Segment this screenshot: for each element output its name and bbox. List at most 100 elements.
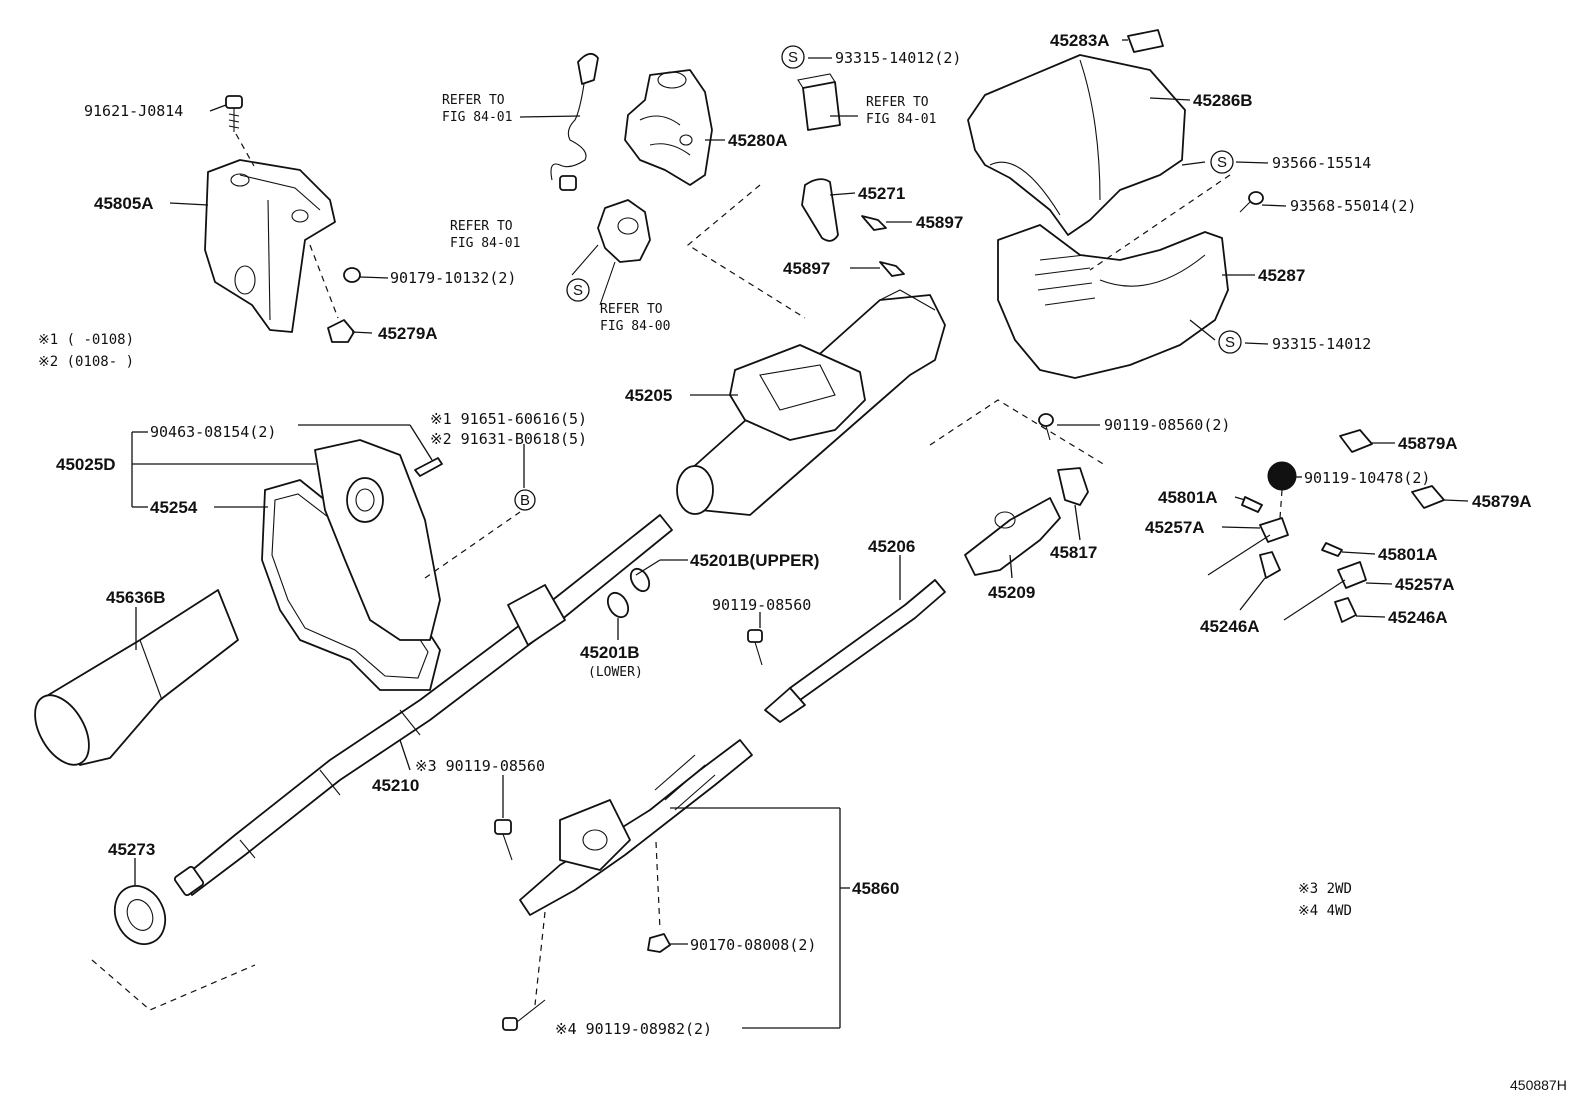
spring-45246a-2 (1334, 597, 1357, 623)
label-45201b-lower: 45201B (580, 643, 640, 662)
column-cover-lower-45287 (997, 224, 1229, 379)
svg-text:S: S (573, 282, 583, 299)
bolt-91621 (225, 95, 243, 132)
svg-text:S: S (1217, 154, 1227, 171)
symbol-s-93566: S (1210, 150, 1234, 174)
label-93315-14012-2: 93315-14012(2) (835, 49, 961, 67)
bolt-90119-a (1038, 413, 1054, 441)
label-45280a: 45280A (728, 131, 788, 150)
screw-93568 (1239, 191, 1264, 213)
universal-joint-45209 (964, 497, 1061, 576)
nut-90170 (647, 933, 671, 953)
symbol-s-93315-lower: S (1218, 330, 1242, 354)
label-45817: 45817 (1050, 543, 1097, 562)
label-45801a-lower: 45801A (1378, 545, 1438, 564)
label-91621-j0814: 91621-J0814 (84, 102, 183, 120)
label-45286b: 45286B (1193, 91, 1253, 110)
symbol-b: B (514, 489, 536, 511)
clip-45879a-1 (1339, 429, 1373, 453)
refer-to-4: REFER TO (600, 302, 663, 317)
label-45879a-upper: 45879A (1398, 434, 1458, 453)
svg-text:S: S (1225, 334, 1235, 351)
bushing-upper-45201b (629, 567, 651, 593)
label-45271: 45271 (858, 184, 905, 203)
refer-to-3: REFER TO (450, 219, 513, 234)
label-lower-note: (LOWER) (588, 665, 643, 680)
label-91651-60616: ※1 91651-60616(5) (430, 410, 587, 428)
catalog-number: 450887H (1510, 1077, 1567, 1093)
label-90119-08560-mid: 90119-08560 (712, 596, 811, 614)
label-45273: 45273 (108, 840, 155, 859)
label-45025d: 45025D (56, 455, 116, 474)
note-4: ※4 4WD (1298, 903, 1352, 919)
label-45201b-upper: 45201B(UPPER) (690, 551, 819, 570)
label-90170-08008: 90170-08008(2) (690, 936, 816, 954)
label-91631-b0618: ※2 91631-B0618(5) (430, 430, 587, 448)
label-45283a: 45283A (1050, 31, 1110, 50)
refer-fig-3: FIG 84-01 (450, 236, 520, 251)
label-90119-08560-2: 90119-08560(2) (1104, 416, 1230, 434)
bolt-90119-c (494, 819, 513, 861)
column-cover-upper-45286b (967, 54, 1186, 236)
label-45279a: 45279A (378, 324, 438, 343)
wire-harness (550, 52, 599, 191)
note-1: ※1 ( -0108) (38, 332, 134, 348)
svg-text:B: B (520, 492, 530, 509)
label-45879a-lower: 45879A (1472, 492, 1532, 511)
clip-45879a-2 (1411, 485, 1445, 509)
note-3: ※3 2WD (1298, 881, 1352, 897)
label-45897-lower: 45897 (783, 259, 830, 278)
label-90119-08560-2wd: ※3 90119-08560 (415, 757, 545, 775)
label-45210: 45210 (372, 776, 419, 795)
lever-45257a-1 (1207, 517, 1289, 576)
relay-93315 (797, 73, 841, 131)
label-45254: 45254 (150, 498, 198, 517)
bushing-lower-45201b (606, 591, 630, 619)
label-45206: 45206 (868, 537, 915, 556)
svg-text:S: S (788, 49, 798, 66)
label-90463-08154: 90463-08154(2) (150, 423, 276, 441)
symbol-s-93315-upper: S (781, 45, 805, 69)
plate-45025d (314, 439, 441, 641)
lever-45257a-2 (1283, 561, 1367, 621)
label-45636b: 45636B (106, 588, 166, 607)
bolt-90119-d (502, 999, 546, 1031)
bracket-45805a (204, 159, 336, 333)
column-tube-45205 (676, 289, 946, 516)
bolt-90463 (414, 457, 443, 477)
label-45209: 45209 (988, 583, 1035, 602)
label-45246a-right: 45246A (1388, 608, 1448, 627)
refer-fig-1: FIG 84-01 (442, 110, 512, 125)
clip-45279a (327, 319, 355, 343)
refer-fig-2: FIG 84-01 (866, 112, 936, 127)
label-45860: 45860 (852, 879, 899, 898)
label-90179-10132: 90179-10132(2) (390, 269, 516, 287)
label-93315-14012: 93315-14012 (1272, 335, 1371, 353)
label-45287: 45287 (1258, 266, 1305, 285)
part-labels: 91621-J0814 45805A 90179-10132(2) 45279A… (56, 31, 1532, 1038)
pad-45283a (1127, 29, 1164, 53)
label-45257a-lower: 45257A (1395, 575, 1455, 594)
label-90119-08982: ※4 90119-08982(2) (555, 1020, 712, 1038)
footnotes: ※1 ( -0108) ※2 (0108- ) ※3 2WD ※4 4WD (38, 332, 1352, 919)
clip-45897b (879, 261, 905, 277)
label-45205: 45205 (625, 386, 672, 405)
refer-fig-4: FIG 84-00 (600, 319, 670, 334)
lower-shaft-45860 (519, 739, 753, 916)
seal-45817 (1057, 467, 1089, 506)
bolt-90119-b (747, 629, 763, 666)
label-45246a-left: 45246A (1200, 617, 1260, 636)
symbol-s-switch: S (566, 278, 590, 302)
pin-45801a-2 (1321, 542, 1343, 557)
label-45801a-upper: 45801A (1158, 488, 1218, 507)
bearing-45273 (113, 885, 167, 945)
pin-45801a-1 (1241, 496, 1263, 513)
intermediate-shaft-45206 (764, 579, 946, 723)
leader-lines (131, 39, 1469, 1029)
refer-labels: REFER TO FIG 84-01 REFER TO FIG 84-01 RE… (442, 93, 936, 334)
clip-45897a (861, 215, 887, 231)
label-45805a: 45805A (94, 194, 154, 213)
label-45897-upper: 45897 (916, 213, 963, 232)
black-dot-90119e (1267, 461, 1297, 491)
